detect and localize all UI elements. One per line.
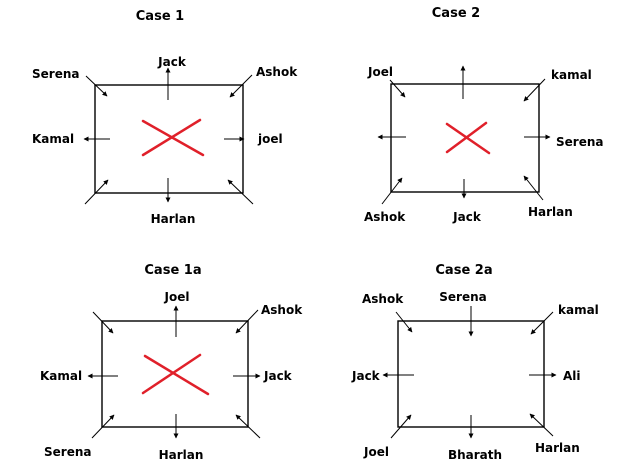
case-1a-label-bottom: Harlan — [159, 448, 204, 462]
case-1-arrow-bottom-right — [227, 179, 254, 205]
case-2-arrow-bottom-left — [381, 177, 403, 205]
case-2a-label-bottom-left: Joel — [363, 445, 389, 459]
case-2-title: Case 2 — [432, 6, 480, 21]
case-1a-label-bottom-left: Serena — [44, 445, 91, 459]
case-2a-label-bottom: Bharath — [448, 448, 502, 462]
case-1-panel: Case 1 Jack Serena Ashok Kamal joel Harl… — [32, 9, 298, 226]
case-2-label-top-left: Joel — [367, 65, 393, 79]
case-1-cross — [141, 118, 205, 157]
case-1-label-top-right: Ashok — [256, 65, 298, 79]
case-1a-arrow-bottom-left — [91, 414, 115, 439]
case-1a-box — [101, 320, 249, 428]
case-2a-label-right: Ali — [563, 369, 581, 383]
case-1a-label-top-right: Ashok — [261, 303, 303, 317]
case-2a-arrow-bottom-right — [529, 413, 554, 437]
case-2-label-top-right: kamal — [551, 68, 592, 82]
case-2a-label-top: Serena — [439, 290, 486, 304]
case-2a-title: Case 2a — [435, 263, 492, 278]
case-2-label-bottom-right: Harlan — [528, 205, 573, 219]
case-2-label-bottom-left: Ashok — [364, 210, 406, 224]
case-1-label-top-left: Serena — [32, 67, 79, 81]
case-2-box — [390, 83, 540, 193]
case-2-arrow-top-left — [389, 79, 406, 98]
case-1a-panel: Case 1a Joel Ashok Kamal Jack Serena Har… — [40, 263, 303, 462]
case-1a-arrow-top-right — [235, 309, 259, 334]
case-2a-arrow-bottom-left — [390, 414, 412, 439]
case-2a-panel: Case 2a Ashok Serena kamal Jack Ali Joel… — [351, 263, 599, 462]
case-1-label-top: Jack — [157, 55, 187, 69]
case-1a-label-left: Kamal — [40, 369, 82, 383]
case-2-arrow-top-right — [523, 78, 546, 102]
case-2-label-right: Serena — [556, 135, 603, 149]
case-1-label-right: joel — [257, 132, 283, 146]
case-2-label-bottom: Jack — [452, 210, 482, 224]
case-2a-label-left: Jack — [351, 369, 381, 383]
case-1a-arrow-top-left — [92, 311, 114, 334]
case-1a-label-right: Jack — [263, 369, 293, 383]
case-1a-title: Case 1a — [144, 263, 201, 278]
case-2a-label-top-right: kamal — [558, 303, 599, 317]
case-1-label-bottom: Harlan — [151, 212, 196, 226]
case-2-arrow-bottom-right — [523, 175, 544, 201]
case-1-arrow-top-right — [229, 74, 253, 98]
case-2-cross — [445, 121, 491, 155]
case-2a-arrow-top-left — [395, 311, 413, 333]
case-2-panel: Case 2 Joel kamal Serena Ashok Jack Harl… — [364, 6, 603, 224]
case-1a-arrow-bottom-right — [235, 414, 261, 439]
case-1-arrow-bottom-left — [84, 179, 109, 205]
case-1a-label-top: Joel — [164, 290, 190, 304]
case-1a-cross — [141, 353, 210, 396]
case-1-arrow-top-left — [85, 75, 108, 97]
case-1-label-left: Kamal — [32, 132, 74, 146]
case-2a-label-bottom-right: Harlan — [535, 441, 580, 455]
case-2a-label-top-left: Ashok — [362, 292, 404, 306]
case-2a-arrow-top-right — [530, 311, 554, 335]
case-1-title: Case 1 — [136, 9, 184, 24]
case-2a-box — [397, 320, 545, 428]
